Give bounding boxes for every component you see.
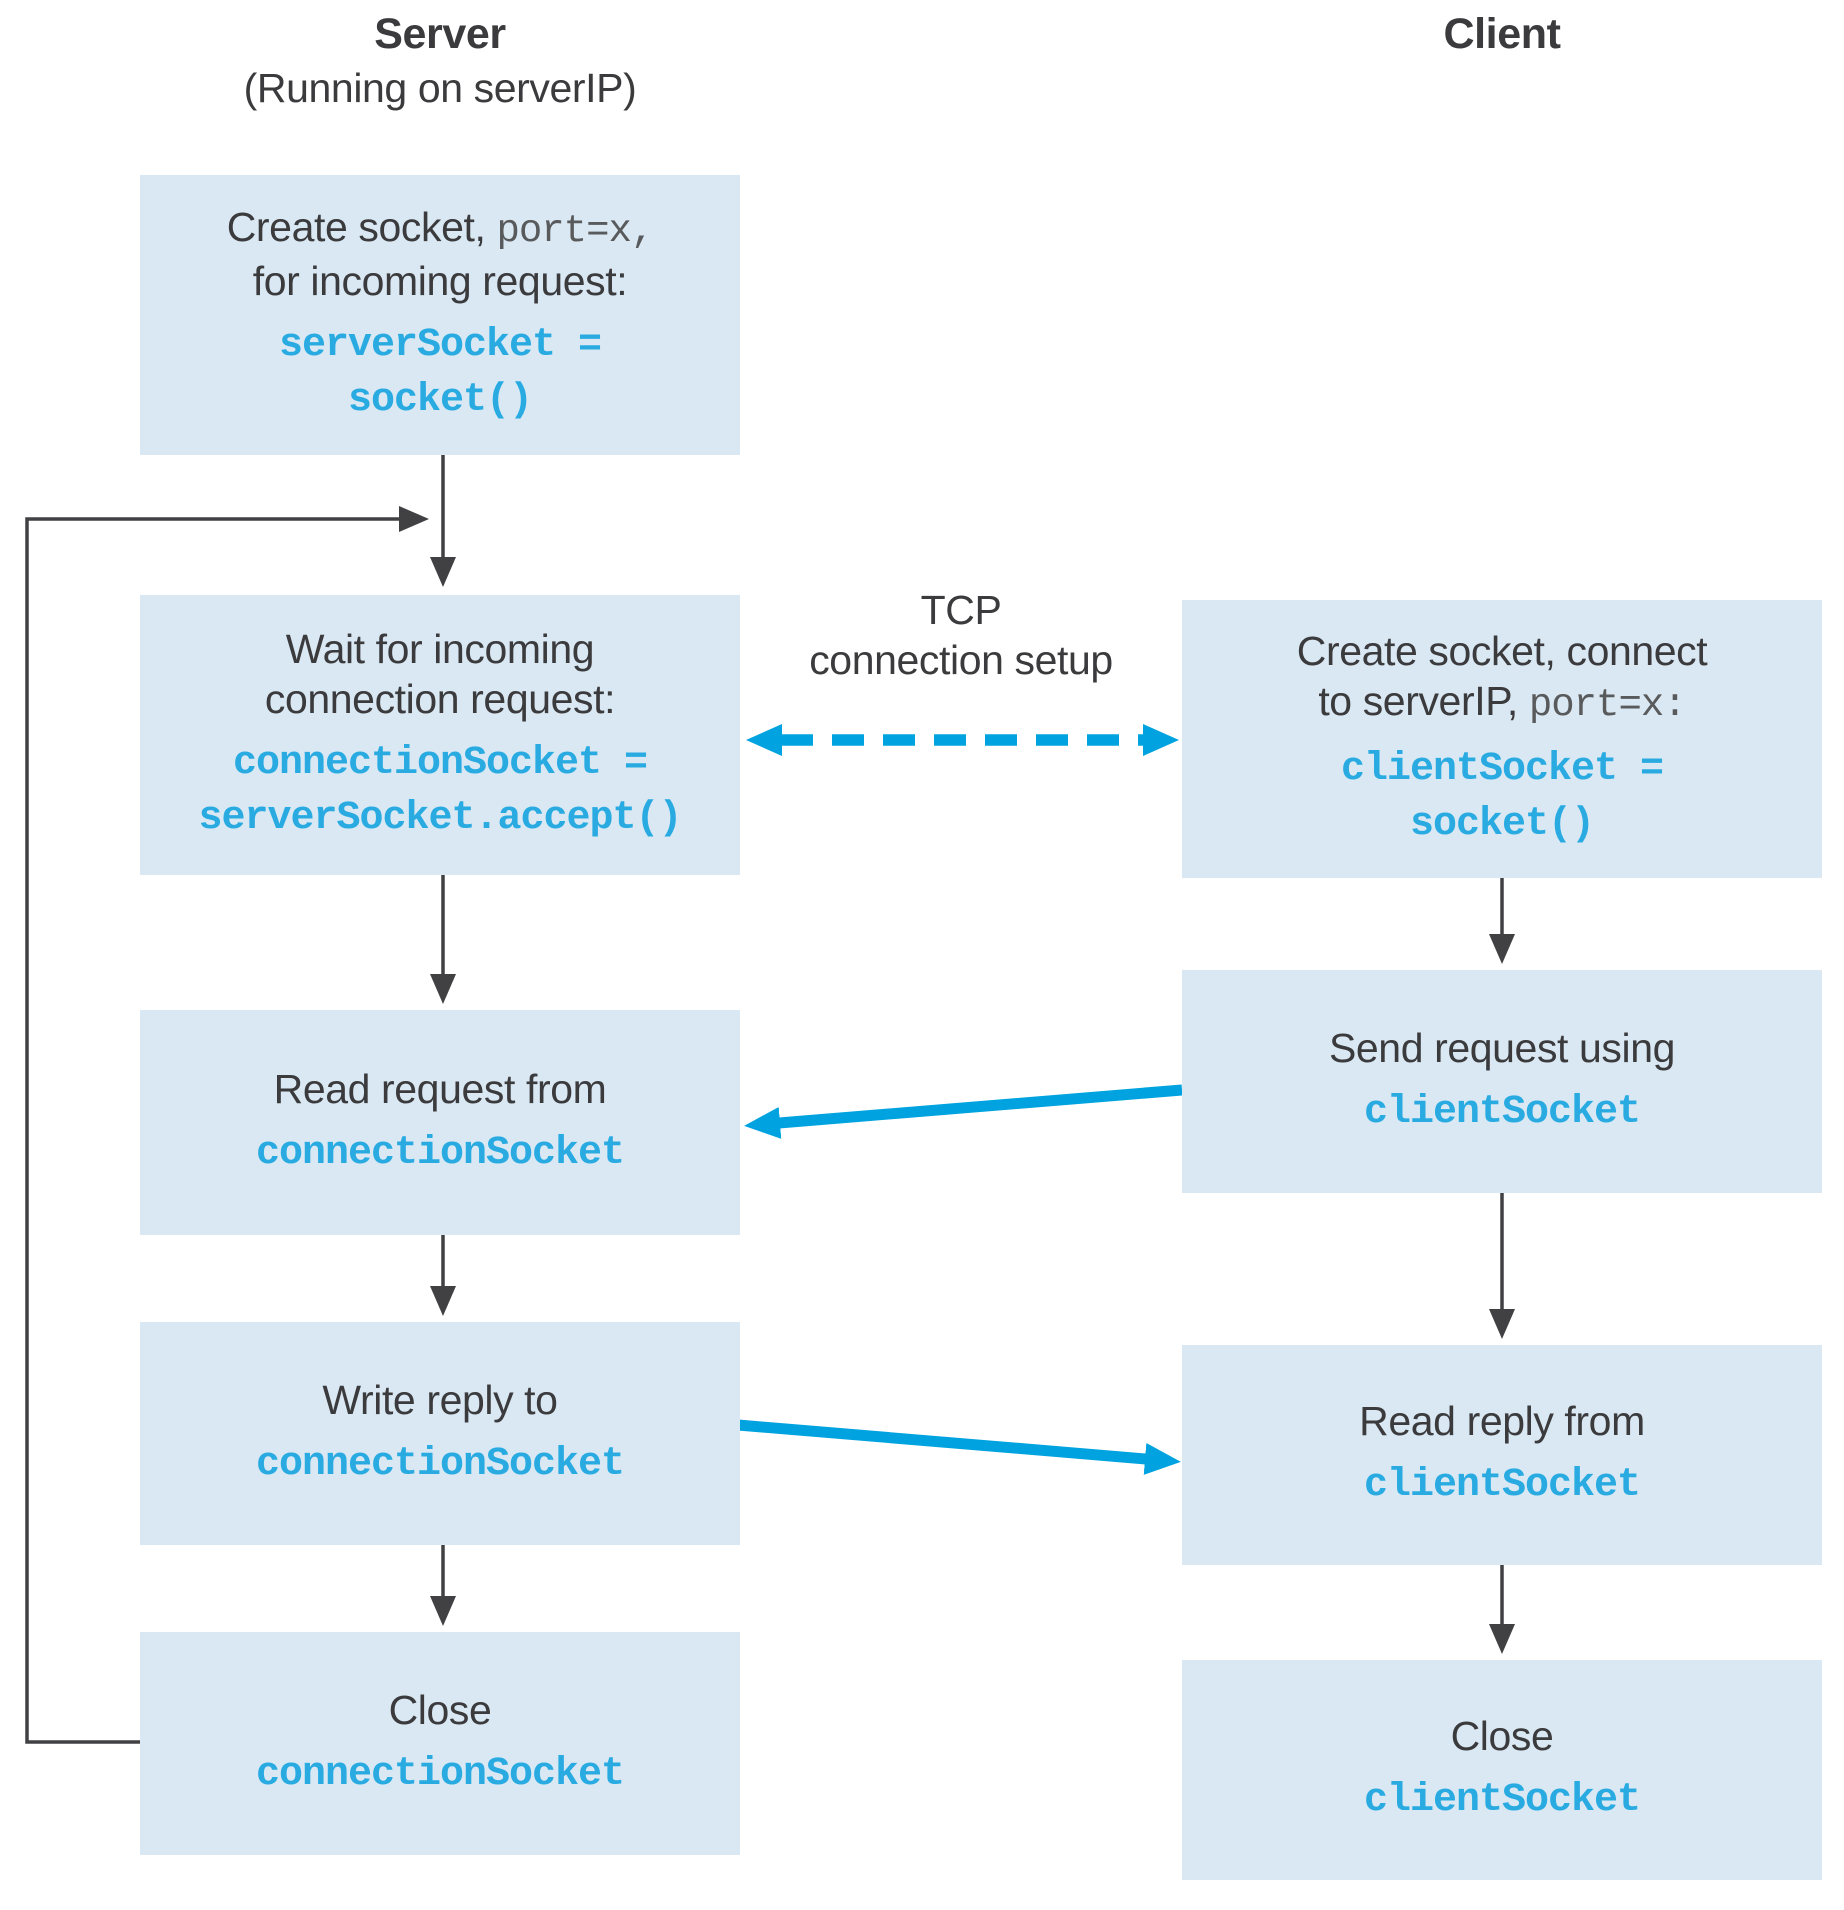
code-line: connectionSocket [255,1441,625,1487]
server-title: Server [374,10,506,58]
code-line: serverSocket.accept() [198,796,682,842]
tcp-setup-label-line2: connection setup [809,637,1113,684]
server-wait-connection-box: Wait for incoming connection request: co… [140,595,740,875]
box-code: connectionSocket [255,1747,625,1802]
client-close-box: Close clientSocket [1182,1660,1822,1880]
box-text: Read request from [273,1065,607,1112]
inline-code: port=x: [1528,683,1687,728]
request-arrow [744,1084,1183,1139]
code-line: socket() [1409,801,1595,847]
box-text: Close [1450,1713,1554,1760]
box-text: Write reply to [322,1376,558,1423]
box-text: Read reply from [1359,1398,1645,1445]
box-text: Send request using [1328,1024,1676,1071]
box-text: Close [388,1686,492,1733]
server-write-reply-box: Write reply to connectionSocket [140,1322,740,1545]
box-code: connectionSocket = serverSocket.accept() [198,736,682,846]
box-text: to serverIP, port=x: [1318,676,1687,730]
server-column-header: Server (Running on serverIP) [140,8,740,115]
box-code: clientSocket [1363,1458,1641,1513]
client-create-socket-box: Create socket, connect to serverIP, port… [1182,600,1822,878]
server-loopback-arrow [25,506,429,1744]
box-code: clientSocket [1363,1773,1641,1828]
code-line: clientSocket [1363,1463,1641,1509]
client-read-reply-box: Read reply from clientSocket [1182,1345,1822,1565]
code-line: connectionSocket = [232,740,648,786]
code-line: clientSocket [1363,1778,1641,1824]
box-text: Wait for incoming [285,625,595,672]
box-text-segment: Create socket, [226,204,497,251]
server-subtitle: (Running on serverIP) [243,64,637,111]
box-code: serverSocket = socket() [278,318,602,428]
code-line: serverSocket = [278,322,602,368]
server-close-box: Close connectionSocket [140,1632,740,1855]
tcp-setup-label-line1: TCP [920,587,1002,633]
inline-code: port=x, [496,209,654,254]
code-line: clientSocket [1363,1089,1641,1135]
code-line: connectionSocket [255,1751,625,1797]
code-line: socket() [347,377,533,423]
server-create-socket-box: Create socket, port=x, for incoming requ… [140,175,740,455]
box-text: Create socket, port=x, [226,202,655,256]
tcp-setup-label: TCP connection setup [740,585,1182,685]
client-column-header: Client [1182,8,1822,62]
reply-arrow [737,1419,1181,1475]
code-line: clientSocket = [1340,746,1664,792]
box-text: for incoming request: [252,257,628,304]
client-title: Client [1443,10,1561,58]
box-code: connectionSocket [255,1437,625,1492]
box-code: clientSocket = socket() [1340,742,1664,852]
box-text: Create socket, connect [1296,628,1708,675]
box-code: connectionSocket [255,1126,625,1181]
client-send-request-box: Send request using clientSocket [1182,970,1822,1193]
box-code: clientSocket [1363,1085,1641,1140]
box-text: connection request: [264,675,616,722]
server-read-request-box: Read request from connectionSocket [140,1010,740,1235]
box-text-segment: to serverIP, [1318,678,1529,725]
code-line: connectionSocket [255,1130,625,1176]
